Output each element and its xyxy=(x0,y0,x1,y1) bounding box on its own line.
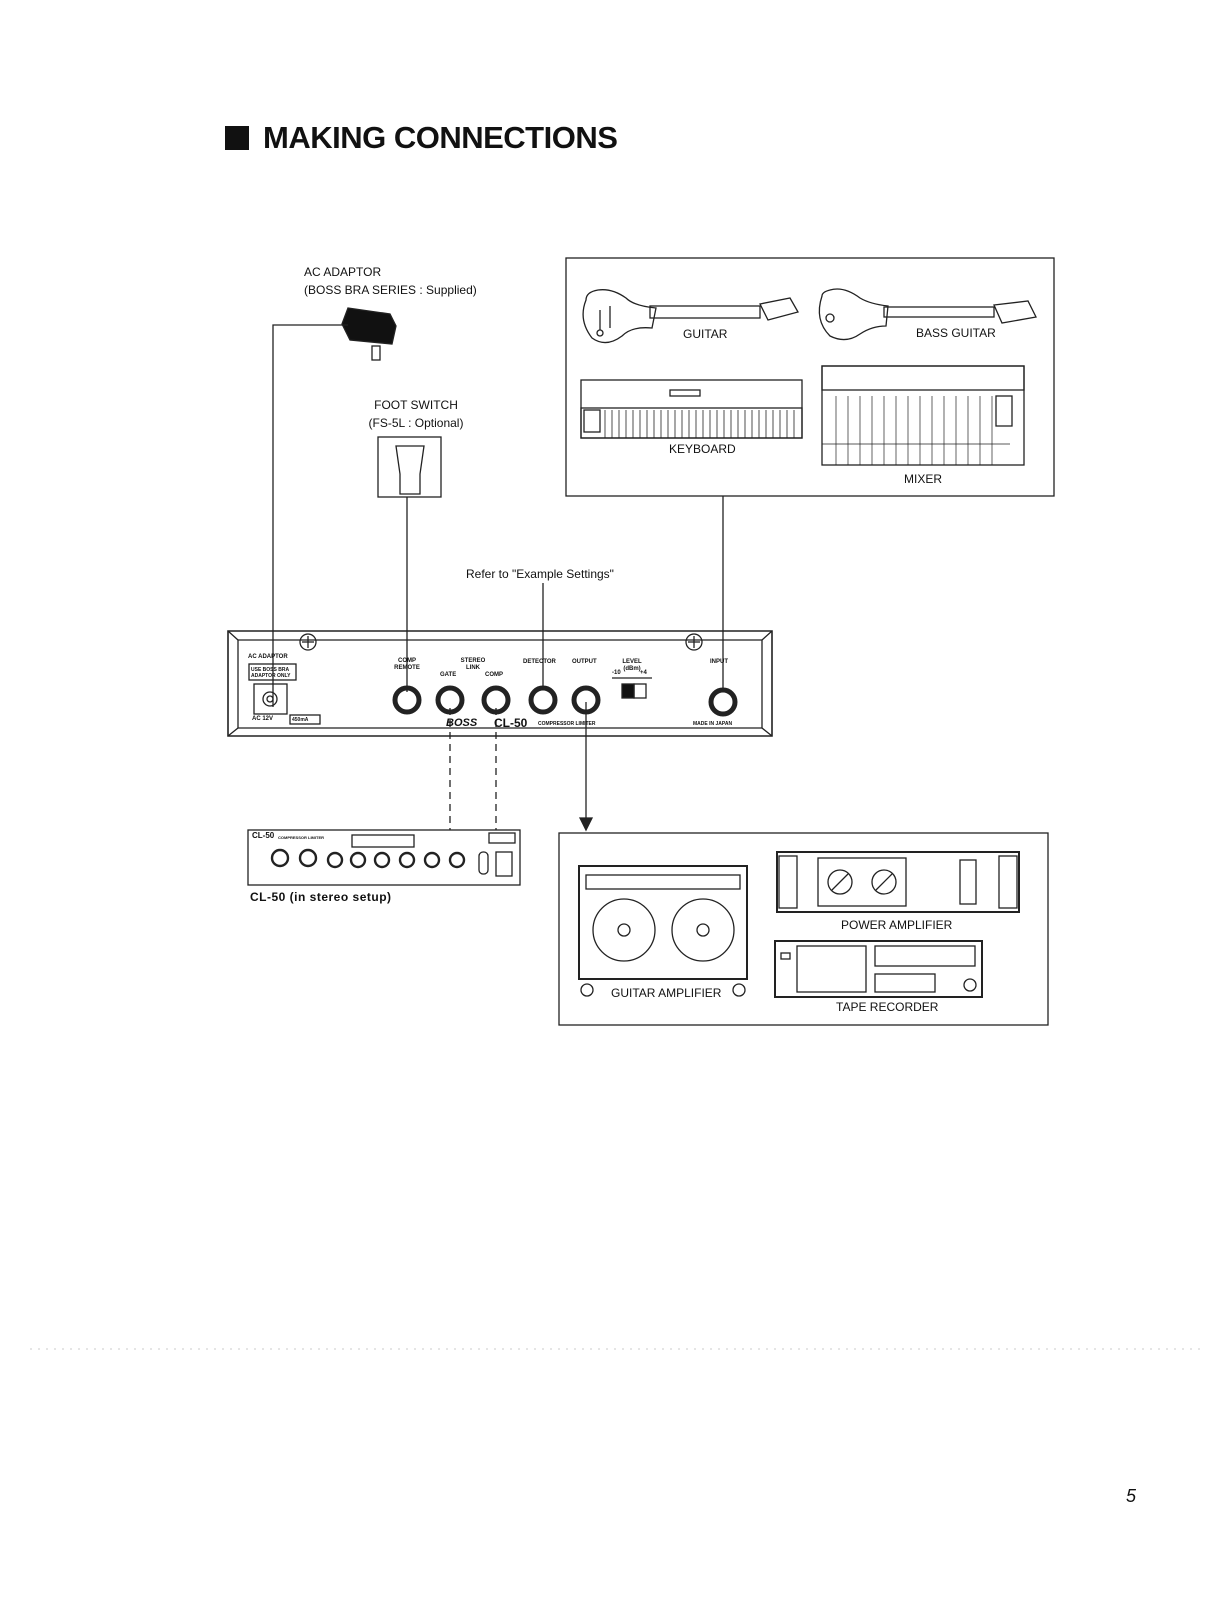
tape-recorder-label: TAPE RECORDER xyxy=(836,1000,939,1014)
bass-guitar-icon xyxy=(818,288,1037,341)
tape-recorder-icon xyxy=(774,940,983,998)
output-box xyxy=(558,832,1049,1026)
panel-stereo-link: STEREO LINK xyxy=(460,658,486,671)
stereo-link-comp-jack xyxy=(481,685,511,715)
detector-jack xyxy=(528,685,558,715)
guitar-label: GUITAR xyxy=(683,327,728,341)
ac-adaptor-label: AC ADAPTOR (BOSS BRA SERIES : Supplied) xyxy=(304,265,477,297)
mixer-label: MIXER xyxy=(904,472,943,486)
source-box xyxy=(565,257,1055,497)
refer-label: Refer to "Example Settings" xyxy=(466,567,614,581)
power-amplifier-label: POWER AMPLIFIER xyxy=(841,918,953,932)
panel-comp: COMP xyxy=(485,672,503,678)
stereo-setup-label: CL-50 (in stereo setup) xyxy=(250,890,392,904)
mixer-icon xyxy=(821,365,1025,466)
foot-switch-label: FOOT SWITCH (FS-5L : Optional) xyxy=(368,398,464,430)
comp-remote-jack xyxy=(392,685,422,715)
page-number: 5 xyxy=(1126,1486,1137,1506)
front-panel-model: CL-50 xyxy=(252,831,275,840)
ac-adaptor-cable xyxy=(272,324,348,707)
panel-input: INPUT xyxy=(710,659,728,665)
panel-adaptor-only: USE BOSS BRA ADAPTOR ONLY xyxy=(251,667,291,679)
guitar-amplifier-icon xyxy=(578,865,748,997)
panel-level-minus: -10 xyxy=(612,670,621,676)
output-arrow xyxy=(578,817,594,832)
panel-detector: DETECTOR xyxy=(523,659,556,665)
panel-model: CL-50 xyxy=(494,716,528,730)
panel-brand: BOSS xyxy=(446,717,478,729)
cl50-rear-panel xyxy=(227,630,773,737)
output-jack xyxy=(571,685,601,715)
panel-model-desc: COMPRESSOR LIMITER xyxy=(538,721,596,727)
panel-ac-rating: AC 12V xyxy=(252,716,274,722)
front-panel-desc: COMPRESSOR LIMITER xyxy=(278,835,325,840)
panel-current: 450mA xyxy=(292,717,309,723)
keyboard-icon xyxy=(580,379,803,439)
level-switch xyxy=(612,677,652,699)
panel-level-plus: +4 xyxy=(640,670,647,676)
panel-ac-adaptor: AC ADAPTOR xyxy=(248,654,288,660)
bass-guitar-label: BASS GUITAR xyxy=(916,326,996,340)
foot-switch-icon xyxy=(377,436,442,498)
keyboard-label: KEYBOARD xyxy=(669,442,736,456)
panel-gate: GATE xyxy=(440,672,457,678)
panel-comp-remote: COMP REMOTE xyxy=(394,658,420,671)
panel-level: LEVEL (dBm) xyxy=(622,659,642,672)
guitar-amplifier-label: GUITAR AMPLIFIER xyxy=(611,986,722,1000)
bullet-square-icon xyxy=(225,126,249,150)
cl50-front-panel xyxy=(247,829,521,886)
panel-made-in: MADE IN JAPAN xyxy=(693,721,733,727)
ac-adaptor-icon xyxy=(341,307,397,361)
panel-output: OUTPUT xyxy=(572,659,597,665)
heading-text: MAKING CONNECTIONS xyxy=(263,120,618,155)
guitar-icon xyxy=(582,289,799,344)
page-title: MAKING CONNECTIONS xyxy=(225,120,618,156)
stereo-link-gate-jack xyxy=(435,685,465,715)
input-jack xyxy=(708,687,738,717)
power-amplifier-icon xyxy=(776,851,1020,913)
